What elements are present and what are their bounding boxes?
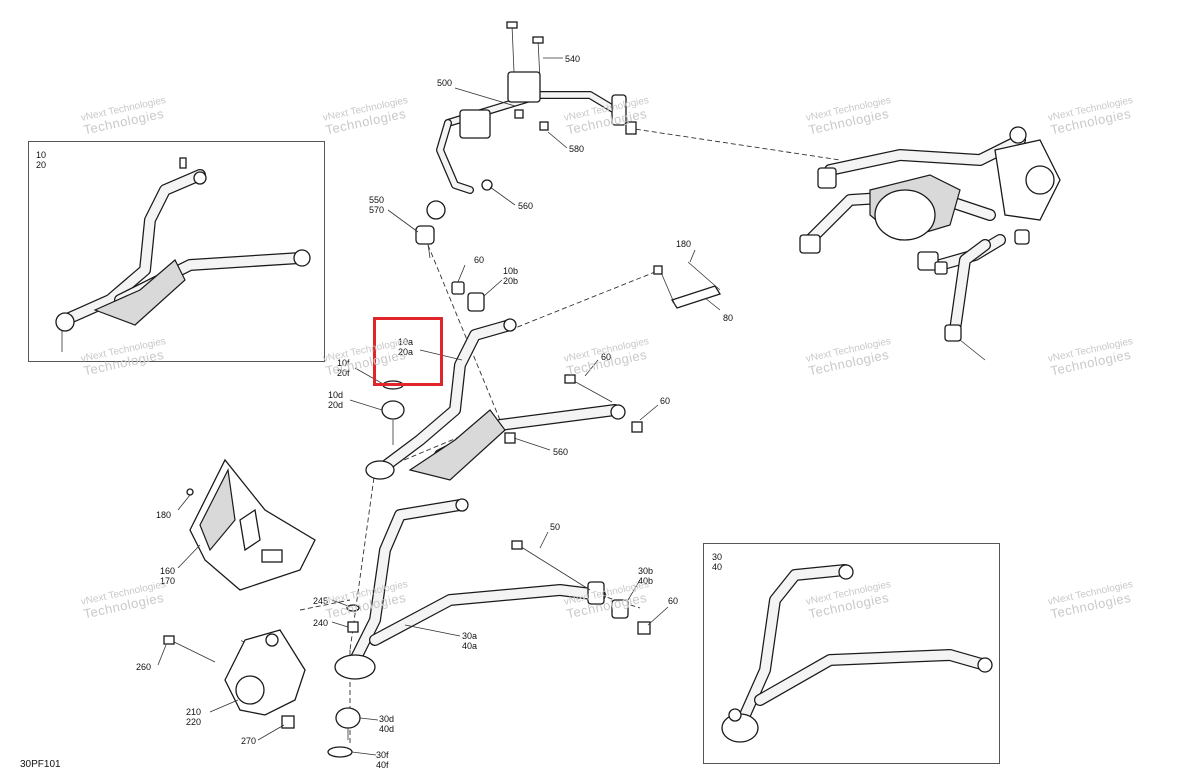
callout-60-right: 60 (660, 396, 671, 406)
callout-60-low: 60 (668, 596, 679, 606)
callout-180-left: 180 (156, 510, 172, 520)
callout-580: 580 (569, 144, 585, 154)
callout-560-mid: 560 (553, 447, 569, 457)
callout-30d-40d: 30d 40d (379, 714, 395, 734)
upper-a-arm-inset-frame (28, 141, 325, 362)
upper-a-arm-drawing (365, 281, 643, 481)
callout-leader-lines (157, 57, 721, 756)
guard-plate-drawing (186, 458, 316, 591)
callout-30a-40a: 30a 40a (462, 631, 478, 651)
callout-30f-40f: 30f 40f (376, 750, 389, 770)
callout-60-top: 60 (474, 255, 485, 265)
callout-10a-20a: 10a 20a (398, 337, 414, 357)
callout-160-170: 160 170 (160, 566, 176, 586)
inset-label-lower: 30 40 (712, 552, 723, 572)
callout-50: 50 (550, 522, 561, 532)
callout-30b-40b: 30b 40b (638, 566, 654, 586)
callout-560-top: 560 (518, 201, 534, 211)
callout-10b-20b: 10b 20b (503, 266, 519, 286)
callout-550-570: 550 570 (369, 195, 385, 215)
link-plate-drawing (653, 261, 721, 309)
inset-label-upper: 10 20 (36, 150, 47, 170)
callout-245: 245 (313, 596, 329, 606)
callout-210-220: 210 220 (186, 707, 202, 727)
knuckle-drawing (163, 629, 306, 729)
callout-540: 540 (565, 54, 581, 64)
lower-a-arm-inset-drawing (721, 564, 993, 743)
lower-a-arm-inset-frame (703, 543, 1000, 764)
callout-180-right: 180 (676, 239, 692, 249)
lower-a-arm-drawing (327, 498, 651, 758)
drawing-reference-code: 30PF101 (20, 759, 61, 770)
callout-240: 240 (313, 618, 329, 628)
callout-260: 260 (136, 662, 152, 672)
callout-10f-20f: 10f 20f (337, 358, 350, 378)
callout-270: 270 (241, 736, 257, 746)
callout-500: 500 (437, 78, 453, 88)
upper-a-arm-inset-drawing (55, 157, 311, 352)
highlight-box (373, 317, 443, 386)
suspension-overview-drawing (799, 126, 1061, 361)
callout-80: 80 (723, 313, 734, 323)
stabilizer-bar-drawing (415, 21, 637, 259)
callout-10d-20d: 10d 20d (328, 390, 344, 410)
assembly-dashed-lines (239, 127, 841, 745)
callout-60-mid: 60 (601, 352, 612, 362)
